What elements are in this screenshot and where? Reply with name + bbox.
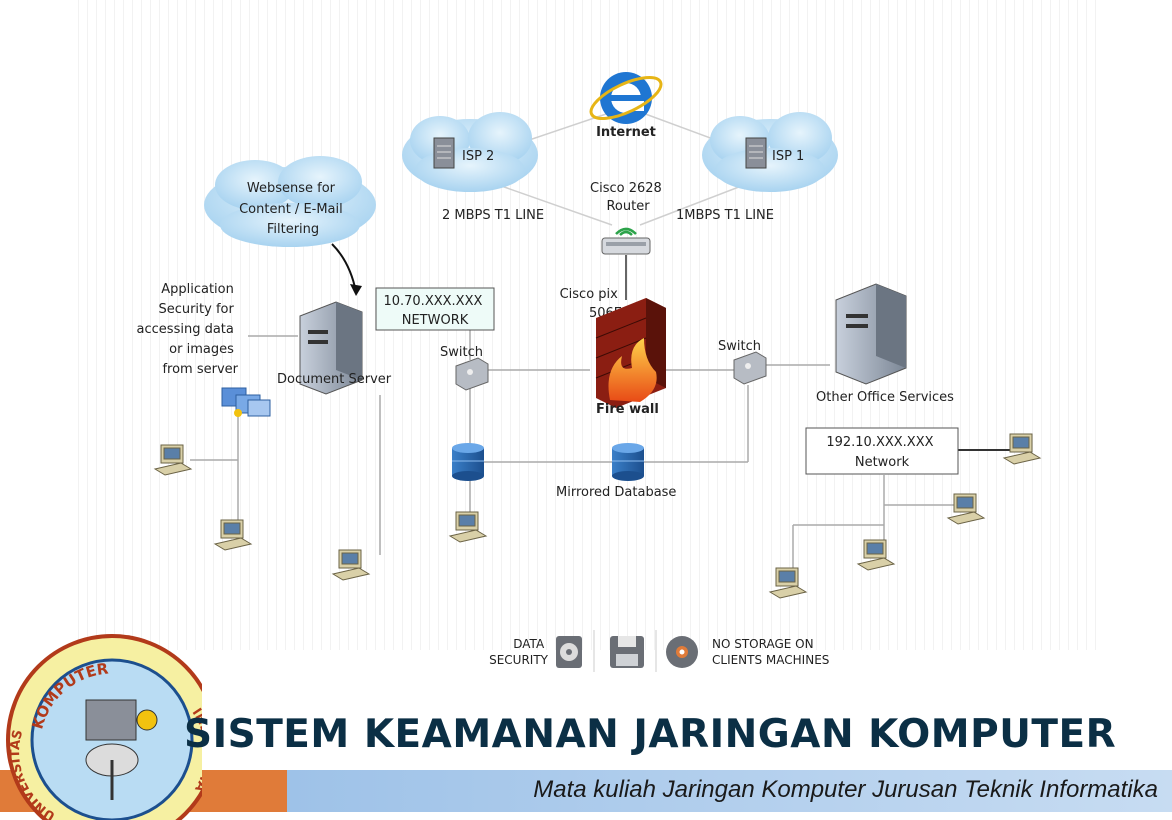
arrow-head-icon: [350, 284, 362, 296]
isp1-label: ISP 1: [772, 149, 804, 164]
websense-label: Websense for Content / E-Mail Filtering: [239, 181, 347, 237]
client-pc-icon: [153, 444, 193, 476]
line-right-label: 1MBPS T1 LINE: [676, 208, 774, 223]
document-server-icon: [299, 301, 363, 395]
floppy-disk-icon: [610, 636, 644, 668]
network-box-2-label: 192.10.XXX.XXX Network: [826, 435, 937, 470]
isp2-server-icon: [433, 137, 455, 169]
client-pc-icon: [213, 519, 253, 551]
internet-label: Internet: [596, 125, 656, 140]
switch-right-icon: [733, 351, 767, 385]
isp1-cloud: [702, 112, 838, 192]
websense-cloud: [204, 156, 376, 247]
satellite-dish-icon: [85, 699, 158, 800]
switch-right-label: Switch: [718, 339, 761, 354]
network-box-1-label: 10.70.XXX.XXX NETWORK: [383, 294, 486, 328]
firewall-label: Fire wall: [596, 402, 659, 417]
app-security-label: Application Security for accessing data …: [137, 282, 239, 377]
line-left-label: 2 MBPS T1 LINE: [442, 208, 544, 223]
footer-subtitle-bar: [287, 770, 1172, 812]
internet-explorer-icon: [589, 72, 663, 124]
hard-disk-icon: [556, 636, 582, 668]
client-pc-icon: [946, 493, 986, 525]
application-windows-icon: [221, 387, 271, 417]
cd-disc-icon: [666, 636, 698, 668]
client-pc-icon: [1002, 433, 1042, 465]
firewall-icon: [595, 298, 666, 408]
database-mirror-icon: [612, 443, 644, 481]
switch-left-icon: [455, 357, 489, 391]
client-pcs: [153, 433, 1042, 599]
client-pc-icon: [768, 567, 808, 599]
document-server-label: Document Server: [277, 372, 392, 387]
data-security-label: DATA SECURITY: [489, 637, 549, 667]
switch-left-label: Switch: [440, 345, 483, 360]
mirrored-db-label: Mirrored Database: [556, 485, 676, 500]
client-pc-icon: [856, 539, 896, 571]
slide-title: SISTEM KEAMANAN JARINGAN KOMPUTER: [184, 712, 1117, 757]
client-pc-icon: [448, 511, 488, 543]
network-box-2: [805, 427, 959, 475]
slide-subtitle: Mata kuliah Jaringan Komputer Jurusan Te…: [533, 776, 1158, 803]
office-server-icon: [835, 283, 907, 385]
isp2-label: ISP 2: [462, 149, 494, 164]
no-storage-label: NO STORAGE ON CLIENTS MACHINES: [712, 637, 829, 667]
client-pc-icon: [331, 549, 371, 581]
router-label: Cisco 2628 Router: [590, 181, 666, 214]
isp1-server-icon: [745, 137, 767, 169]
network-box-1: [375, 287, 495, 331]
background-stripes: [78, 0, 1100, 650]
database-left-icon: [452, 443, 484, 481]
router-icon: [601, 227, 651, 255]
other-office-label: Other Office Services: [816, 390, 954, 405]
university-logo: KOMPUTER UNIVERSITAS INDONESIA: [6, 634, 202, 820]
